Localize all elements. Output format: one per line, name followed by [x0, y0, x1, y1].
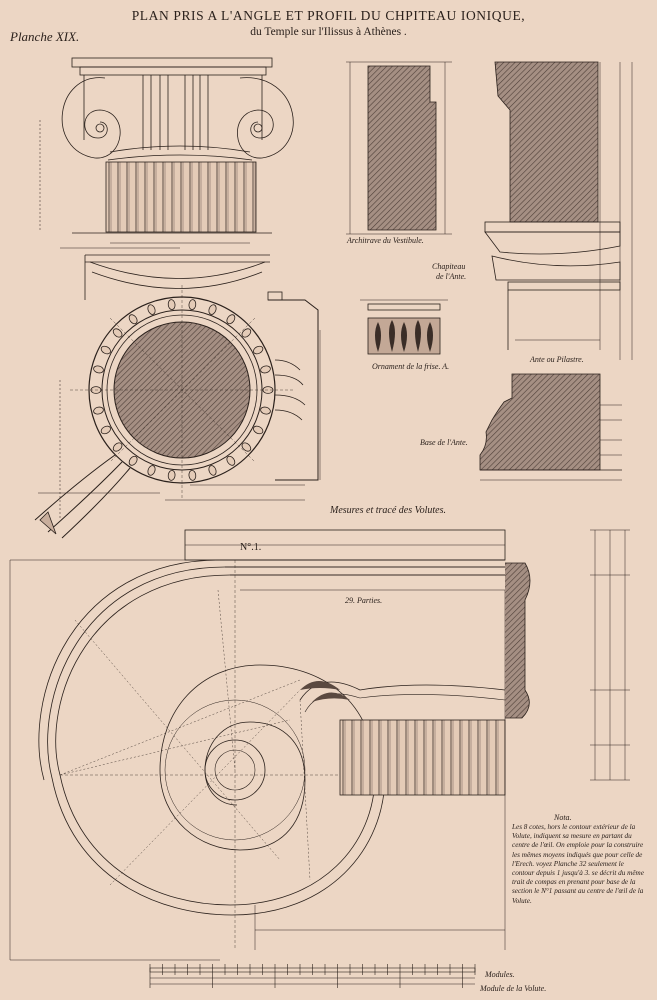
egg-ornament: [208, 465, 217, 476]
nota-title: Nota.: [554, 813, 572, 822]
scale-label-volute: Module de la Volute.: [480, 984, 547, 993]
egg-ornament: [112, 328, 123, 338]
egg-ornament: [128, 314, 138, 325]
egg-ornament: [100, 425, 111, 435]
egg-ornament: [100, 345, 111, 355]
egg-ornament: [208, 304, 217, 315]
caption-architrave: Architrave du Vestibule.: [347, 236, 424, 245]
caption-ornament: Ornament de la frise. A.: [372, 362, 450, 371]
egg-ornament: [226, 314, 236, 325]
capital-plan: [34, 254, 321, 539]
caption-parties: 29. Parties.: [345, 596, 383, 605]
volute-construction: [9, 529, 630, 961]
caption-chapiteau-2: de l'Ante.: [436, 272, 467, 281]
egg-ornament: [260, 406, 271, 415]
egg-ornament: [253, 425, 264, 435]
scale-bar: [149, 964, 476, 988]
frieze-ornament: [360, 299, 448, 355]
egg-ornament: [167, 469, 176, 481]
right-volute: [237, 77, 294, 159]
egg-ornament: [167, 299, 176, 311]
caption-ante-pilastre: Ante ou Pilastre.: [530, 355, 584, 364]
plate-title: PLAN PRIS A L'ANGLE ET PROFIL DU CHPITEA…: [131, 8, 526, 23]
ante-base: [479, 373, 622, 481]
capital-elevation: [39, 57, 294, 249]
egg-ornament: [241, 442, 252, 452]
scale-label-modules: Modules.: [485, 970, 515, 979]
egg-ornament: [241, 328, 252, 338]
caption-volute-heading: Mesures et tracé des Volutes.: [330, 505, 446, 516]
egg-ornament: [188, 299, 197, 311]
plate-subtitle: du Temple sur l'Ilissus à Athènes .: [250, 26, 407, 38]
planche-number: Planche XIX.: [10, 29, 80, 44]
egg-ornament: [147, 304, 156, 315]
egg-ornament: [188, 469, 197, 481]
egg-ornament: [253, 345, 264, 355]
caption-base-ante: Base de l'Ante.: [420, 438, 468, 447]
egg-ornament: [93, 365, 104, 374]
left-volute: [61, 77, 121, 159]
egg-ornament: [128, 455, 138, 466]
ante-capital: [484, 61, 633, 360]
figure-number: N°.1.: [240, 542, 262, 553]
nota-text: Les 8 cotes, hors le contour extérieur d…: [512, 823, 644, 905]
egg-ornament: [260, 365, 271, 374]
egg-ornament: [226, 455, 236, 466]
architrave-section: [346, 61, 452, 235]
egg-ornament: [93, 406, 104, 415]
egg-and-dart-ring: [90, 299, 274, 481]
egg-ornament: [112, 442, 123, 452]
scale-ticks: [149, 964, 476, 988]
egg-ornament: [147, 465, 156, 476]
caption-chapiteau-1: Chapiteau: [432, 262, 466, 271]
